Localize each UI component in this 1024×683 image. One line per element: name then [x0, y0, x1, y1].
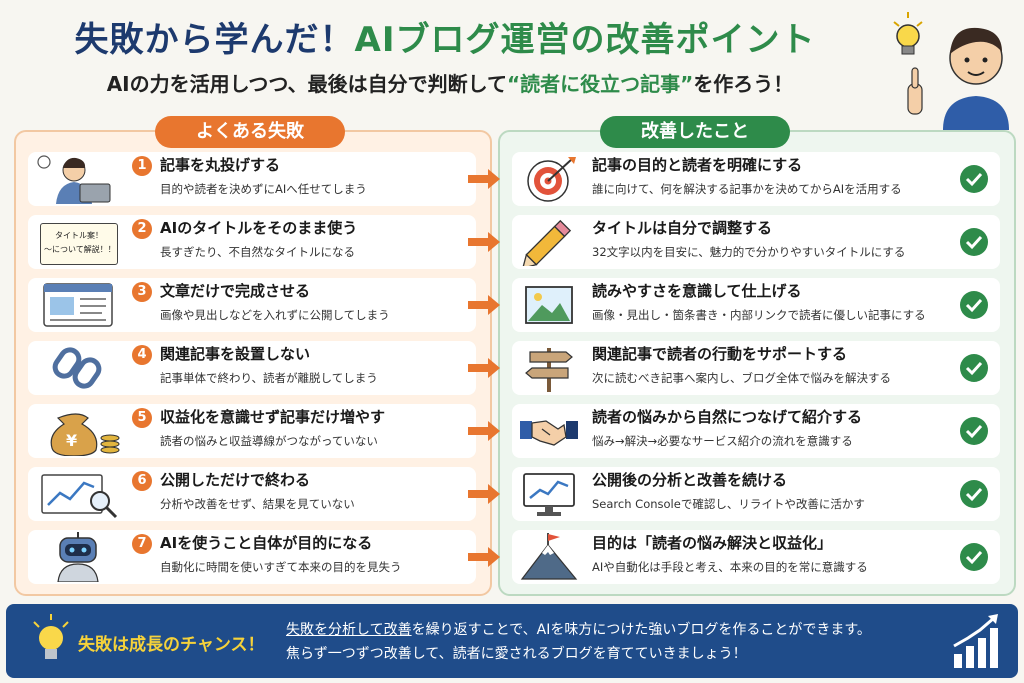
failure-desc: 読者の悩みと収益導線がつながっていない: [160, 434, 378, 448]
image-frame-icon: [518, 281, 580, 329]
arrow-right-icon: [468, 232, 500, 252]
improvement-desc: Search Consoleで確認し、リライトや改善に活かす: [592, 497, 865, 511]
arrow-right-icon: [468, 169, 500, 189]
failure-title: AIを使うこと自体が目的になる: [160, 534, 373, 552]
failure-title: 公開しただけで終わる: [160, 471, 311, 489]
page-title: 失敗から学んだ！AIブログ運営の改善ポイント: [0, 12, 890, 61]
improvement-title: 読みやすさを意識して仕上げる: [592, 282, 802, 300]
failure-title: 関連記事を設置しない: [160, 345, 311, 363]
footer-banner: [6, 604, 1018, 678]
failure-desc: 画像や見出しなどを入れずに公開してしまう: [160, 308, 390, 322]
title-part2: AIブログ運営の改善ポイント: [354, 20, 816, 60]
improvement-desc: 次に読むべき記事へ案内し、ブログ全体で悩みを解決する: [592, 371, 891, 385]
failure-desc: 目的や読者を決めずにAIへ任せてしまう: [160, 182, 367, 196]
failure-item: 6 公開しただけで終わる 分析や改善をせず、結果を見ていない: [28, 467, 476, 521]
failure-title: 文章だけで完成させる: [160, 282, 311, 300]
arrow-right-icon: [468, 421, 500, 441]
failure-item: 7 AIを使うこと自体が目的になる 自動化に時間を使いすぎて本来の目的を見失う: [28, 530, 476, 584]
improvement-desc: AIや自動化は手段と考え、本来の目的を常に意識する: [592, 560, 868, 574]
failure-desc: 分析や改善をせず、結果を見ていない: [160, 497, 355, 511]
chart-magnifier-icon: [34, 469, 122, 519]
failure-item: タイトル案！ 〜について解説！！ 2 AIのタイトルをそのまま使う 長すぎたり、…: [28, 215, 476, 269]
improvement-item: 読者の悩みから自然につなげて紹介する 悩み→解決→必要なサービス紹介の流れを意識…: [512, 404, 1000, 458]
check-icon: [960, 543, 988, 571]
footer-line1-rest: を繰り返すことで、AIを味方につけた強いブログを作ることができます。: [411, 622, 871, 638]
arrow-right-icon: [468, 484, 500, 504]
improvement-item: 目的は「読者の悩み解決と収益化」 AIや自動化は手段と考え、本来の目的を常に意識…: [512, 530, 1000, 584]
check-icon: [960, 480, 988, 508]
failure-title: AIのタイトルをそのまま使う: [160, 219, 358, 237]
improvement-title: 関連記事で読者の行動をサポートする: [592, 345, 848, 363]
failure-item: 1 記事を丸投げする 目的や読者を決めずにAIへ任せてしまう: [28, 152, 476, 206]
improvement-item: タイトルは自分で調整する 32文字以内を目安に、魅力的で分かりやすいタイトルにす…: [512, 215, 1000, 270]
subtitle-highlight: “読者に役立つ記事”: [507, 72, 694, 96]
improvement-title: 読者の悩みから自然につなげて紹介する: [592, 408, 863, 426]
failure-title: 記事を丸投げする: [160, 156, 281, 174]
improvement-title: 公開後の分析と改善を続ける: [592, 471, 788, 489]
failure-desc: 記事単体で終わり、読者が離脱してしまう: [160, 371, 378, 385]
footer-chance: 失敗は成長のチャンス！: [78, 635, 265, 655]
improvement-item: 記事の目的と読者を明確にする 誰に向けて、何を解決する記事かを決めてからAIを活…: [512, 152, 1000, 206]
failure-number: 4: [132, 345, 152, 365]
chain-link-icon: [34, 343, 122, 393]
check-icon: [960, 228, 988, 256]
improvement-desc: 誰に向けて、何を解決する記事かを決めてからAIを活用する: [592, 182, 902, 196]
check-icon: [960, 291, 988, 319]
lightbulb-icon: [893, 12, 1009, 130]
pencil-icon: [518, 218, 580, 270]
title-card-icon: タイトル案！ 〜について解説！！: [34, 217, 122, 267]
failure-number: 5: [132, 408, 152, 428]
svg-text:¥: ¥: [66, 431, 77, 450]
check-icon: [960, 354, 988, 382]
handshake-icon: [518, 407, 580, 455]
arrow-right-icon: [468, 295, 500, 315]
failure-number: 2: [132, 219, 152, 239]
title-card-line2: 〜について解説！！: [44, 245, 116, 254]
robot-icon: [34, 532, 122, 583]
improvement-title: 目的は「読者の悩み解決と収益化」: [592, 534, 833, 552]
improvements-heading: 改善したこと: [600, 116, 790, 148]
failure-title: 収益化を意識せず記事だけ増やす: [160, 408, 386, 426]
improvement-title: タイトルは自分で調整する: [592, 219, 773, 237]
document-icon: [34, 280, 122, 330]
failure-number: 3: [132, 282, 152, 302]
improvement-item: 公開後の分析と改善を続ける Search Consoleで確認し、リライトや改善…: [512, 467, 1000, 521]
title-card-line1: タイトル案！: [55, 231, 103, 240]
target-icon: [518, 155, 580, 203]
failure-item: ¥ 5 収益化を意識せず記事だけ増やす 読者の悩みと収益導線がつながっていない: [28, 404, 476, 458]
failure-number: 7: [132, 534, 152, 554]
title-part1: 失敗から学んだ！: [74, 20, 355, 60]
failure-item: 3 文章だけで完成させる 画像や見出しなどを入れずに公開してしまう: [28, 278, 476, 332]
arrow-right-icon: [468, 358, 500, 378]
arrow-right-icon: [468, 547, 500, 567]
person-laptop-icon: [34, 154, 122, 204]
subtitle-pre: AIの力を活用しつつ、最後は自分で判断して: [106, 72, 508, 96]
subtitle-post: を作ろう！: [693, 72, 794, 96]
page-subtitle: AIの力を活用しつつ、最後は自分で判断して“読者に役立つ記事”を作ろう！: [0, 68, 900, 97]
failure-desc: 長すぎたり、不自然なタイトルになる: [160, 245, 356, 259]
monitor-chart-icon: [518, 470, 580, 518]
improvement-desc: 悩み→解決→必要なサービス紹介の流れを意識する: [592, 434, 853, 448]
check-icon: [960, 165, 988, 193]
footer-line1: 失敗を分析して改善を繰り返すことで、AIを味方につけた強いブログを作ることができ…: [286, 619, 871, 639]
growth-chart-icon: [953, 614, 998, 668]
money-bag-icon: ¥: [34, 406, 122, 457]
failures-heading: よくある失敗: [155, 116, 345, 148]
improvement-desc: 画像・見出し・箇条書き・内部リンクで読者に優しい記事にする: [592, 308, 926, 322]
signpost-icon: [518, 344, 580, 392]
failure-number: 6: [132, 471, 152, 491]
improvement-desc: 32文字以内を目安に、魅力的で分かりやすいタイトルにする: [592, 245, 906, 259]
lightbulb-icon: [33, 614, 69, 659]
failure-item: 4 関連記事を設置しない 記事単体で終わり、読者が離脱してしまう: [28, 341, 476, 395]
check-icon: [960, 417, 988, 445]
improvement-item: 関連記事で読者の行動をサポートする 次に読むべき記事へ案内し、ブログ全体で悩みを…: [512, 341, 1000, 395]
mountain-flag-icon: [518, 533, 580, 581]
failure-number: 1: [132, 156, 152, 176]
improvement-item: 読みやすさを意識して仕上げる 画像・見出し・箇条書き・内部リンクで読者に優しい記…: [512, 278, 1000, 332]
footer-line2: 焦らず一つずつ改善して、読者に愛されるブログを育てていきましょう！: [286, 646, 747, 662]
man-with-idea-illustration: [888, 6, 1018, 130]
improvement-title: 記事の目的と読者を明確にする: [592, 156, 803, 174]
footer-line1-underlined: 失敗を分析して改善: [286, 622, 412, 638]
failure-desc: 自動化に時間を使いすぎて本来の目的を見失う: [160, 560, 402, 574]
